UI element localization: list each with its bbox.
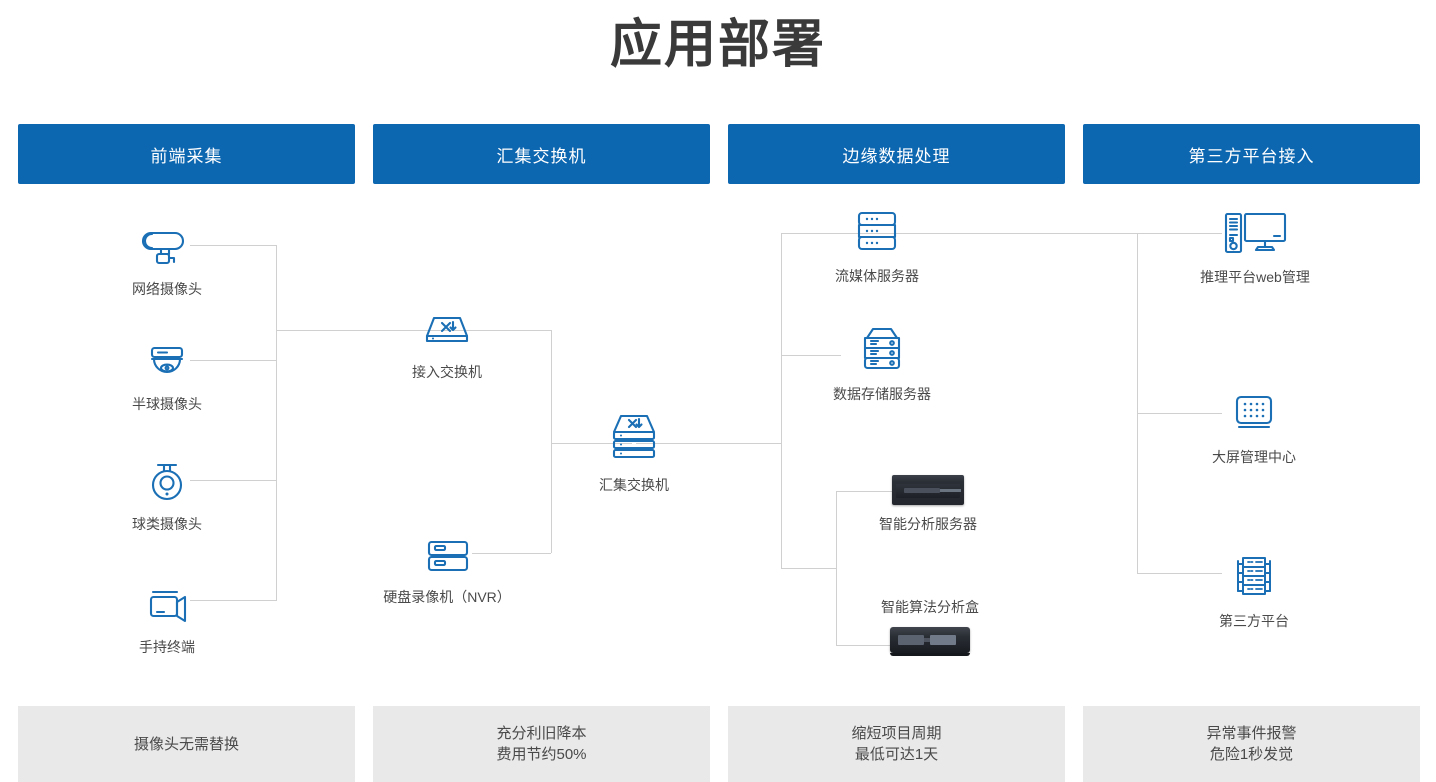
node-label: 汇集交换机	[599, 477, 669, 493]
node-video-wall[interactable]: 大屏管理中心	[1193, 388, 1315, 466]
algorithm-box-photo	[864, 624, 996, 656]
node-nvr[interactable]: 硬盘录像机（NVR）	[372, 528, 522, 606]
footer-line: 摄像头无需替换	[133, 735, 239, 753]
platform-rack-icon	[1193, 552, 1315, 604]
connector-bus-col2	[551, 330, 552, 553]
connector-stub-video-wall	[1137, 413, 1222, 414]
node-label: 硬盘录像机（NVR）	[383, 589, 511, 605]
bullet-camera-icon	[107, 220, 227, 272]
node-label: 大屏管理中心	[1212, 449, 1296, 465]
handheld-camcorder-icon	[107, 578, 227, 630]
node-algorithm-box[interactable]: 智能算法分析盒	[864, 598, 996, 656]
node-aggregation-switch[interactable]: 汇集交换机	[574, 410, 694, 494]
node-label: 智能算法分析盒	[881, 599, 979, 615]
footer-benefit-edge: 缩短项目周期 最低可达1天	[728, 706, 1065, 782]
footer-line: 异常事件报警	[1206, 725, 1297, 742]
node-access-switch[interactable]: 接入交换机	[387, 303, 507, 381]
node-label: 数据存储服务器	[833, 386, 931, 402]
connector-aggregation-to-col3	[636, 443, 781, 444]
aggregation-switch-icon	[574, 410, 694, 468]
connector-col3-to-inner-bus	[781, 568, 836, 569]
connector-stub-network-camera	[190, 245, 276, 246]
connector-bus-col3	[781, 233, 782, 568]
dome-camera-icon	[107, 335, 227, 387]
connector-stub-access-switch	[472, 330, 551, 331]
node-label: 智能分析服务器	[879, 516, 977, 532]
footer-benefit-platform: 异常事件报警 危险1秒发觉	[1083, 706, 1420, 782]
column-header-front-end-collection: 前端采集	[18, 124, 355, 184]
analysis-server-photo	[867, 473, 989, 507]
node-handheld-terminal[interactable]: 手持终端	[107, 578, 227, 656]
footer-line: 充分利旧降本	[496, 725, 587, 742]
connector-stub-analysis-server	[836, 491, 894, 492]
storage-server-icon	[821, 325, 943, 377]
connector-stub-dome-camera	[190, 360, 276, 361]
connector-stub-algorithm-box	[836, 645, 894, 646]
ptz-ball-camera-icon	[107, 455, 227, 507]
connector-stub-third-party-platform	[1137, 573, 1222, 574]
node-network-camera[interactable]: 网络摄像头	[107, 220, 227, 298]
connector-bus-col4	[1137, 233, 1138, 573]
connector-stub-nvr	[472, 553, 551, 554]
video-wall-icon	[1193, 388, 1315, 440]
node-label: 网络摄像头	[132, 281, 202, 297]
node-storage-server[interactable]: 数据存储服务器	[821, 325, 943, 403]
footer-benefit-switch: 充分利旧降本 费用节约50%	[373, 706, 710, 782]
node-label: 第三方平台	[1219, 613, 1289, 629]
connector-stub-handheld-terminal	[190, 600, 276, 601]
column-header-aggregation-switch: 汇集交换机	[373, 124, 710, 184]
footer-line: 缩短项目周期	[851, 725, 942, 742]
node-web-management[interactable]: 推理平台web管理	[1185, 208, 1325, 286]
connector-stub-storage-server	[781, 355, 841, 356]
connector-bus-col1	[276, 245, 277, 601]
node-label: 推理平台web管理	[1200, 269, 1310, 285]
rack-server-icon	[817, 207, 937, 259]
node-label: 手持终端	[139, 639, 195, 655]
node-third-party-platform[interactable]: 第三方平台	[1193, 552, 1315, 630]
connector-col1-to-access-switch	[276, 330, 472, 331]
node-ball-camera[interactable]: 球类摄像头	[107, 455, 227, 533]
nvr-icon	[372, 528, 522, 580]
node-streaming-server[interactable]: 流媒体服务器	[817, 207, 937, 285]
connector-col2-to-aggregation-switch	[551, 443, 632, 444]
footer-benefit-front-end: 摄像头无需替换	[18, 706, 355, 782]
footer-line: 最低可达1天	[854, 746, 939, 763]
node-analysis-server[interactable]: 智能分析服务器	[867, 473, 989, 533]
desktop-pc-icon	[1185, 208, 1325, 260]
column-header-third-party-platform-access: 第三方平台接入	[1083, 124, 1420, 184]
page-title: 应用部署	[609, 16, 826, 74]
node-label: 半球摄像头	[132, 396, 202, 412]
access-switch-icon	[387, 303, 507, 355]
node-label: 球类摄像头	[132, 516, 202, 532]
footer-line: 费用节约50%	[496, 746, 587, 763]
connector-stub-ball-camera	[190, 480, 276, 481]
connector-col3-to-col4	[781, 233, 1137, 234]
node-label: 流媒体服务器	[835, 268, 919, 284]
connector-bus-col3-inner	[836, 491, 837, 646]
connector-stub-web-management	[1137, 233, 1222, 234]
footer-line: 危险1秒发觉	[1209, 746, 1294, 763]
node-label: 接入交换机	[412, 364, 482, 380]
node-dome-camera[interactable]: 半球摄像头	[107, 335, 227, 413]
column-header-edge-data-processing: 边缘数据处理	[728, 124, 1065, 184]
